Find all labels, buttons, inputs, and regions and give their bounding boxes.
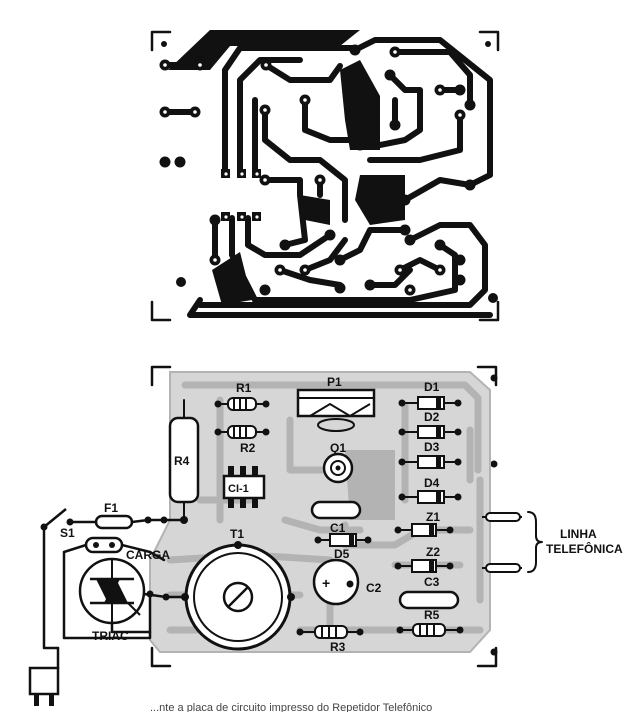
label-r2: R2 [240, 441, 256, 455]
line-label-2: TELEFÔNICA [546, 541, 623, 556]
resistor-r2 [214, 425, 270, 439]
zener-z2 [394, 559, 454, 573]
resistor-r1 [214, 397, 270, 411]
label-d3: D3 [424, 440, 440, 454]
diode-d3 [398, 455, 462, 469]
capacitor-c3 [398, 590, 460, 610]
label-d4: D4 [424, 476, 440, 490]
resistor-r5 [396, 623, 464, 637]
pcb-component-side: R1 R2 R3 R5 R4 [28, 365, 623, 706]
label-d1: D1 [424, 380, 440, 394]
ground-area-top-left [168, 30, 360, 70]
fuse-f1 [94, 514, 152, 530]
label-t1: T1 [230, 527, 244, 541]
capacitor-c2: + [312, 558, 360, 606]
diode-d5 [314, 533, 372, 547]
external-wiring [42, 518, 187, 670]
line-label-1: LINHA [560, 527, 597, 541]
corner-holes-bottom [160, 374, 498, 656]
diode-d1 [398, 396, 462, 410]
figure-caption: ...nte a placa de circuito impresso do R… [150, 702, 432, 712]
label-r4: R4 [174, 454, 190, 468]
ic-ci1 [222, 466, 266, 508]
label-r3: R3 [330, 640, 346, 654]
label-d5: D5 [334, 547, 350, 561]
ground-area-center-3 [300, 195, 330, 225]
label-c3: C3 [424, 575, 440, 589]
copper-traces [162, 37, 493, 318]
load-terminal [84, 536, 124, 554]
label-c1: C1 [330, 521, 346, 535]
transformer-t1 [181, 541, 295, 651]
line-connectors [482, 512, 522, 573]
triac [78, 557, 170, 625]
line-brace [527, 511, 543, 573]
corner-marks-top [150, 30, 500, 322]
label-s1: S1 [60, 526, 75, 540]
ground-area-center-1 [340, 60, 380, 150]
label-d2: D2 [424, 410, 440, 424]
solder-pads-top [159, 44, 476, 296]
label-p1: P1 [327, 375, 342, 389]
ground-area-bottom-left [212, 252, 252, 305]
label-r5: R5 [424, 608, 440, 622]
pcb-copper-side [150, 30, 500, 322]
diode-d2 [398, 425, 462, 439]
diode-d4 [398, 490, 462, 504]
label-z2: Z2 [426, 545, 440, 559]
c2-plus-sign: + [322, 575, 330, 591]
resistor-r3 [296, 625, 364, 639]
power-plug [28, 666, 60, 706]
trimmer-p1 [296, 388, 376, 432]
ground-shade-center [345, 450, 395, 520]
label-c2: C2 [366, 581, 382, 595]
label-z1: Z1 [426, 510, 440, 524]
ground-area-center-2 [355, 175, 405, 225]
corner-holes-top [161, 41, 498, 303]
label-q1: Q1 [330, 441, 346, 455]
label-f1: F1 [104, 501, 118, 515]
capacitor-c1 [310, 500, 362, 520]
label-r1: R1 [236, 381, 252, 395]
transistor-q1 [322, 452, 354, 484]
label-ci1: CI-1 [228, 483, 249, 495]
zener-z1 [394, 523, 454, 537]
resistor-r4 [168, 399, 200, 524]
